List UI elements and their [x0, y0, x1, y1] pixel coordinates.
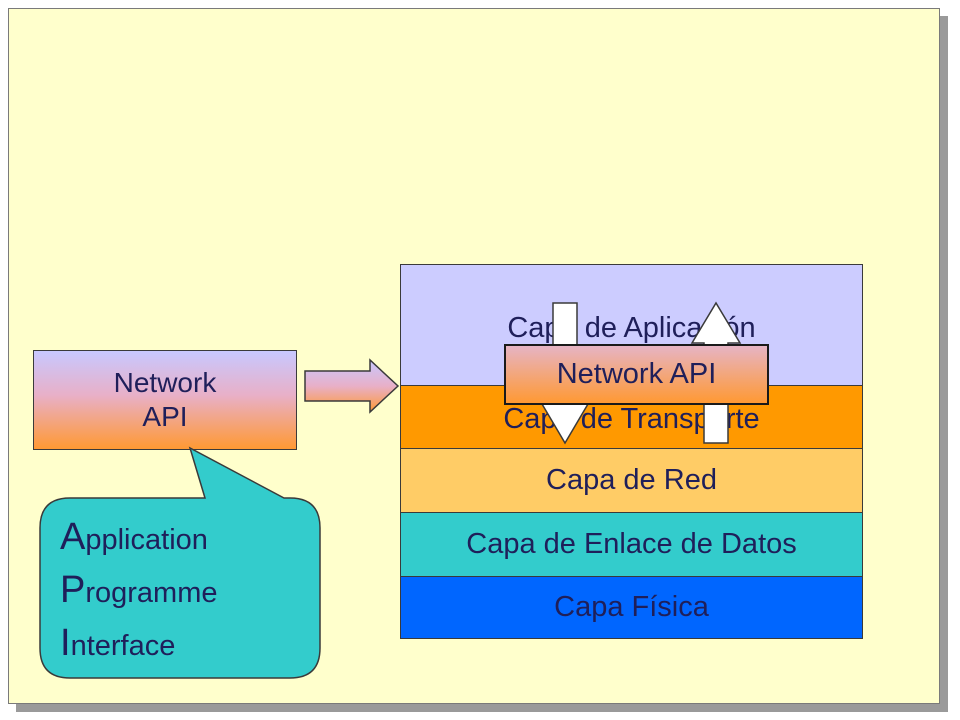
callout-rest-p: rogramme: [85, 577, 218, 609]
layer-data-link-label: Capa de Enlace de Datos: [466, 528, 797, 560]
network-api-box-line1: Network: [113, 367, 217, 398]
layer-network: Capa de Red: [400, 448, 863, 513]
callout-text: Application Programme Interface: [60, 512, 218, 671]
callout-rest-i: nterface: [70, 630, 176, 662]
network-api-box: Network API: [33, 350, 297, 450]
callout-line-interface: Interface: [60, 618, 218, 671]
callout-initial-i: I: [60, 622, 71, 664]
callout-initial-a: A: [60, 516, 86, 558]
callout-line-programme: Programme: [60, 565, 218, 618]
network-api-box-line2: API: [142, 401, 188, 432]
callout-initial-p: P: [60, 569, 86, 611]
callout-rest-a: pplication: [85, 524, 208, 556]
callout-line-application: Application: [60, 512, 218, 565]
layer-physical: Capa Física: [400, 576, 863, 639]
network-api-label-text: Network API: [556, 358, 717, 390]
callout-bubble: [39, 446, 321, 679]
layer-physical-label: Capa Física: [554, 591, 709, 623]
layer-network-label: Capa de Red: [546, 464, 717, 496]
network-api-label: Network API: [504, 344, 769, 405]
right-arrow-icon: [304, 358, 400, 414]
layer-data-link: Capa de Enlace de Datos: [400, 512, 863, 577]
